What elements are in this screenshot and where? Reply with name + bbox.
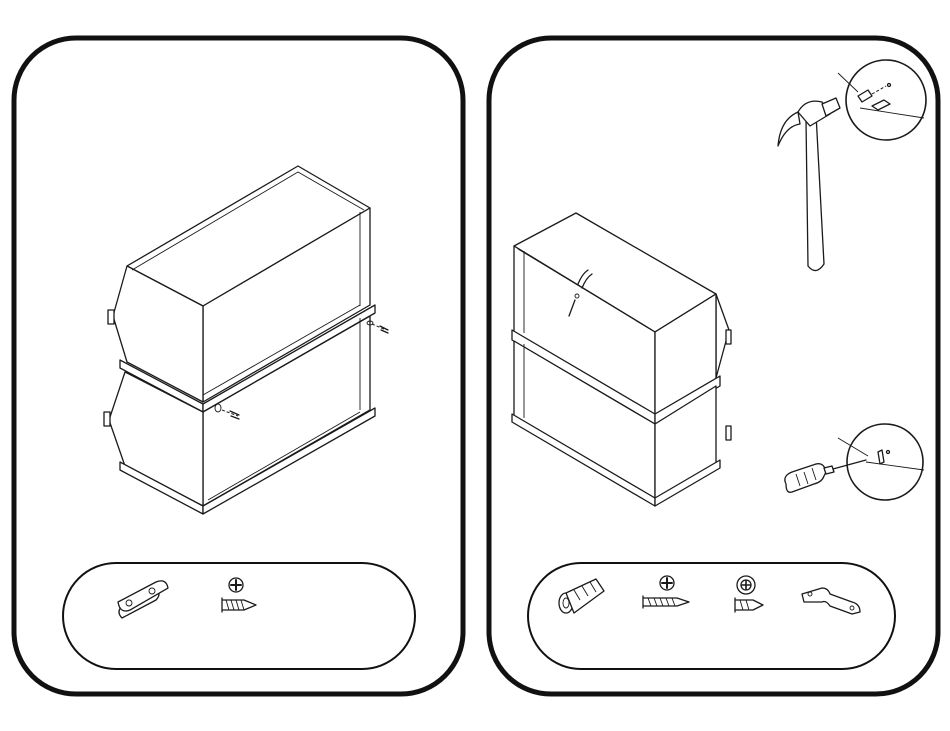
hardware-tray-right: [528, 563, 895, 669]
step-right-panel: [489, 38, 938, 694]
step-left-panel: [14, 38, 463, 694]
